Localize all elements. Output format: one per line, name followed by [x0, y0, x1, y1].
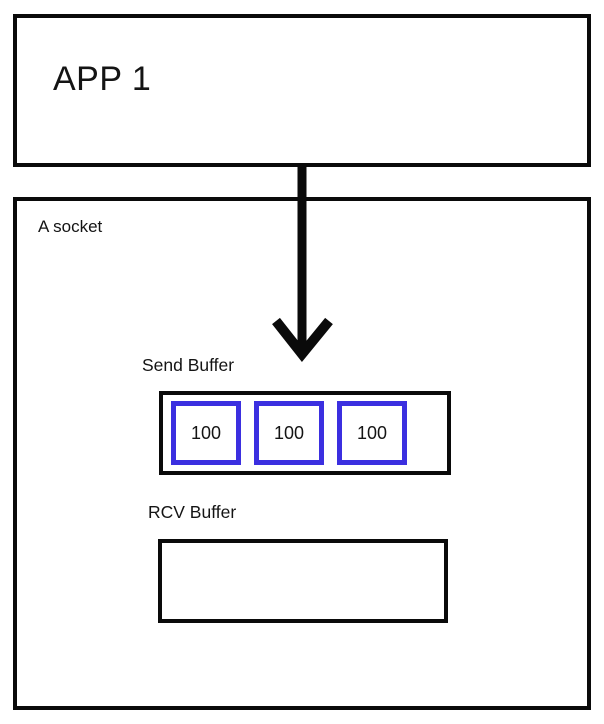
send-buffer-label: Send Buffer — [142, 355, 235, 375]
app1-label: APP 1 — [53, 60, 152, 98]
send-buffer-box: 100 100 100 — [159, 391, 451, 475]
segment-value: 100 — [356, 422, 388, 443]
socket-box: A socket — [13, 197, 591, 710]
send-buffer-segment: 100 — [337, 401, 407, 465]
send-buffer-segment: 100 — [254, 401, 324, 465]
segment-value: 100 — [273, 422, 305, 443]
send-buffer-segment: 100 — [171, 401, 241, 465]
rcv-buffer-box — [158, 539, 448, 623]
segment-value: 100 — [190, 422, 222, 443]
app1-box: APP 1 — [13, 14, 591, 167]
rcv-buffer-label: RCV Buffer — [148, 502, 237, 522]
socket-label: A socket — [38, 217, 103, 236]
